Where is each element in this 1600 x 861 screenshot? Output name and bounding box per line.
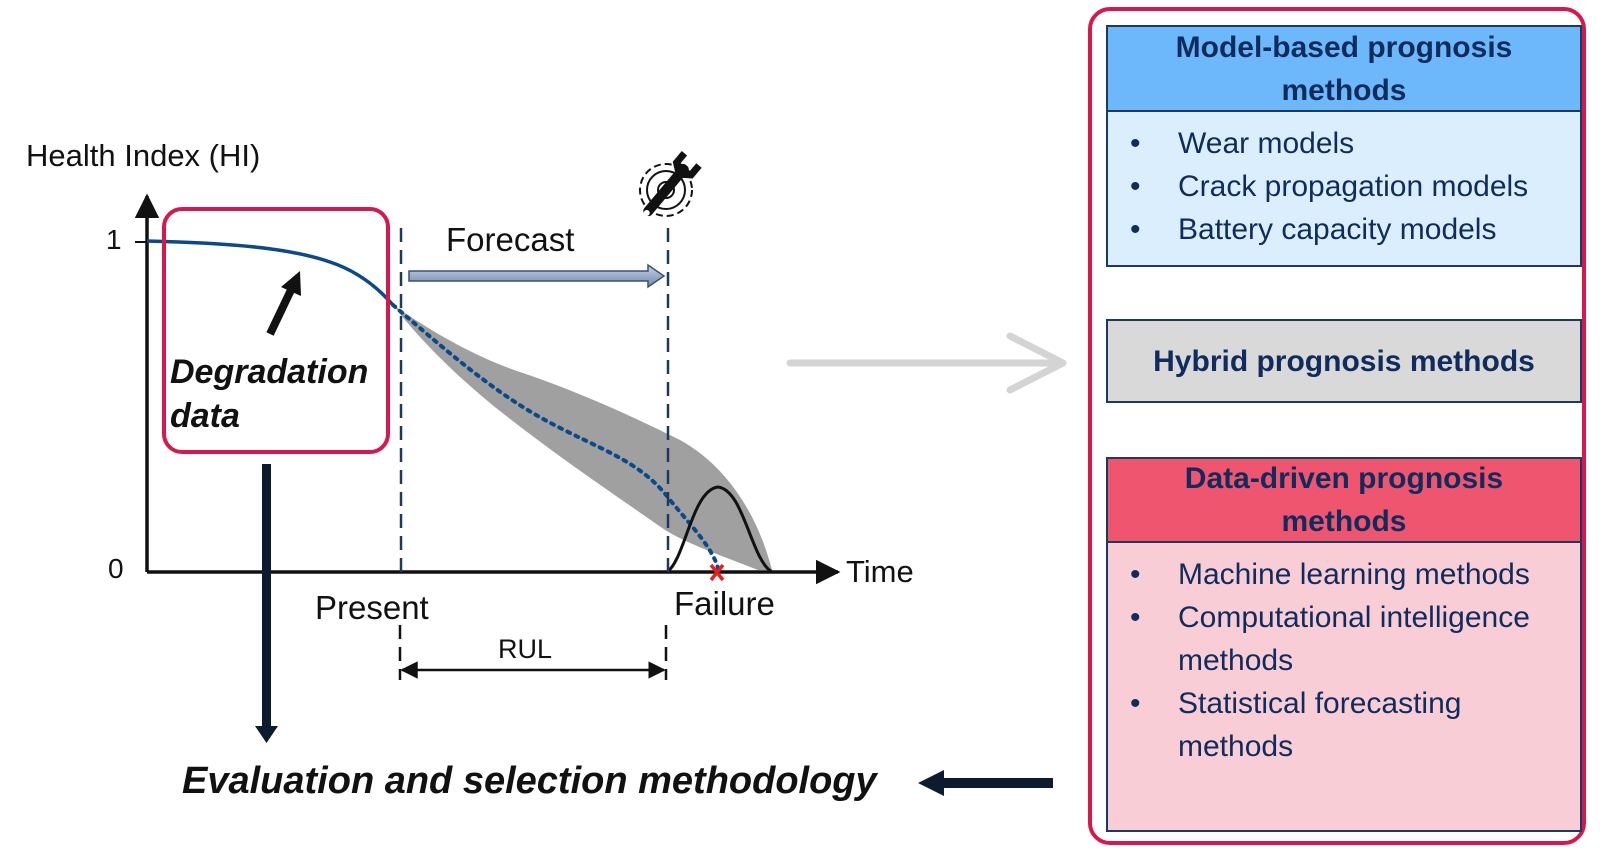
list-item: Machine learning methods (1130, 553, 1570, 596)
list-item: Wear models (1130, 122, 1570, 165)
failure-distribution (665, 485, 773, 574)
y-axis-title: Health Index (HI) (26, 138, 261, 173)
x-mark-icon (709, 563, 725, 582)
degradation-line-1: Degradation (170, 353, 369, 391)
failure-label: Failure (674, 585, 775, 622)
list-item: Statistical forecasting methods (1130, 682, 1570, 768)
forecast-label: Forecast (446, 221, 575, 258)
data-driven-header: Data-driven prognosis methods (1106, 457, 1582, 543)
hybrid-box: Hybrid prognosis methods (1106, 319, 1582, 403)
panel-to-evaluation-arrow (918, 770, 1053, 796)
data-driven-list: Machine learning methods Computational i… (1130, 553, 1570, 768)
list-item: Crack propagation models (1130, 165, 1570, 208)
x-axis-title: Time (846, 554, 914, 589)
model-based-body: Wear models Crack propagation models Bat… (1106, 112, 1582, 267)
evaluation-label: Evaluation and selection methodology (182, 760, 877, 802)
model-based-title: Model-based prognosis methods (1175, 30, 1513, 107)
list-item: Battery capacity models (1130, 208, 1570, 251)
data-driven-body: Machine learning methods Computational i… (1106, 543, 1582, 832)
tick-one-label: 1 (106, 224, 122, 255)
model-based-list: Wear models Crack propagation models Bat… (1130, 122, 1570, 251)
uncertainty-band (393, 305, 772, 570)
pointer-arrow (266, 271, 301, 336)
list-item: Computational intelligence methods (1130, 596, 1570, 682)
forecast-arrow (408, 263, 666, 289)
forecast-curve (391, 303, 720, 570)
present-label: Present (315, 589, 429, 626)
wrench-gear-icon (639, 151, 702, 217)
health-curve (146, 239, 395, 307)
rul-label: RUL (498, 634, 553, 664)
down-arrow (255, 464, 278, 743)
degradation-line-2: data (170, 397, 240, 435)
data-driven-title: Data-driven prognosis methods (1184, 462, 1504, 538)
diagram-to-panel-arrow (786, 332, 1067, 394)
model-based-header: Model-based prognosis methods (1106, 25, 1582, 112)
degradation-box (162, 207, 390, 454)
tick-zero-label: 0 (108, 553, 124, 584)
hybrid-title: Hybrid prognosis methods (1153, 344, 1535, 378)
degradation-label: Degradation data (170, 350, 368, 438)
